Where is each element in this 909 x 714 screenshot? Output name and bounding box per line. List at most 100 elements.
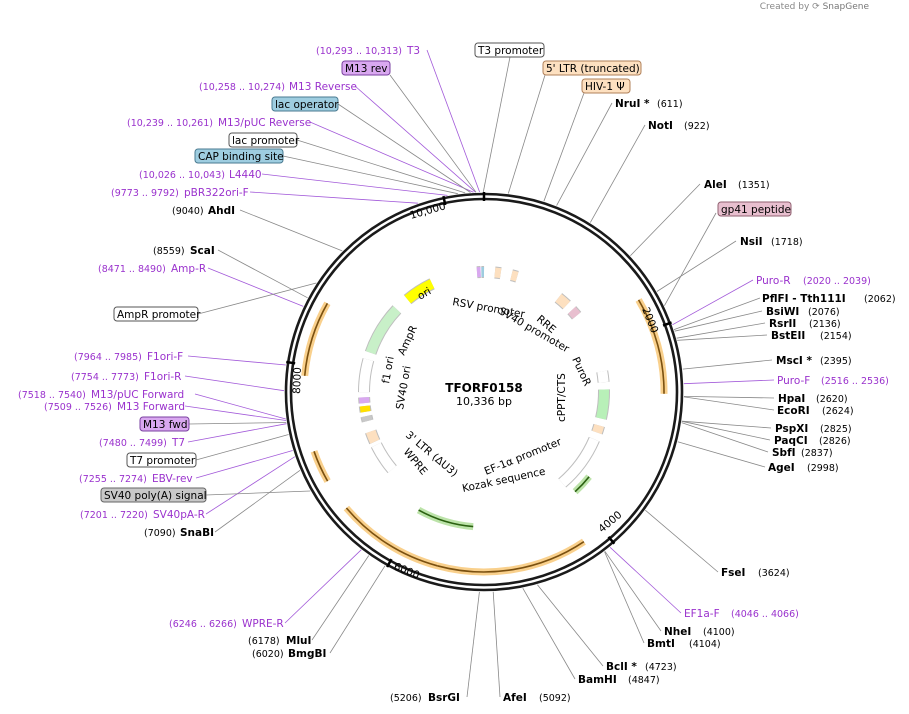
primer-sv40pa-r[interactable]: (7201 .. 7220)SV40pA-R: [80, 509, 205, 521]
svg-text:L4440: L4440: [229, 169, 262, 181]
label-f1-ori[interactable]: f1 ori: [380, 355, 397, 384]
primer-m13-puc-reverse[interactable]: (10,239 .. 10,261)M13/pUC Reverse: [127, 117, 311, 129]
orange-feature-line-0: [637, 299, 665, 394]
primer-pbr322ori-f[interactable]: (9773 .. 9792)pBR322ori-F: [111, 187, 249, 199]
primer-t7[interactable]: (7480 .. 7499)T7: [99, 437, 185, 449]
enzyme-msci[interactable]: MscI *(2395): [776, 355, 852, 367]
enzyme-scai[interactable]: (8559)ScaI: [153, 245, 215, 257]
primer-ef1a-f[interactable]: EF1a-F(4046 .. 4066): [684, 608, 799, 620]
primer-amp-r[interactable]: (8471 .. 8490)Amp-R: [98, 263, 206, 275]
leader-line-22: [239, 209, 343, 252]
primer-t3[interactable]: (10,293 .. 10,313)T3: [316, 45, 420, 57]
enzyme-mlui[interactable]: (6178)MluI: [248, 635, 311, 647]
svg-text:lac promoter: lac promoter: [232, 135, 300, 147]
enzyme-rsrii[interactable]: RsrII(2136): [769, 318, 841, 330]
leader-line-45: [507, 74, 546, 194]
label-sv40-ori[interactable]: SV40 ori: [394, 365, 413, 411]
primer-m13-puc-forward[interactable]: (7518 .. 7540)M13/pUC Forward: [18, 389, 184, 401]
leader-line-13: [681, 422, 769, 453]
tick-label-2000: 2000: [639, 306, 660, 335]
enzyme-ecori[interactable]: EcoRI(2624): [777, 405, 854, 417]
svg-text:MluI: MluI: [286, 635, 311, 647]
snapgene-logo-icon: ⟳: [812, 2, 820, 12]
svg-text:(9040): (9040): [172, 206, 204, 217]
enzyme-fsei[interactable]: FseI(3624): [721, 567, 790, 579]
svg-text:lac operator: lac operator: [275, 99, 339, 111]
enzyme-ahdi[interactable]: (9040)AhdI: [172, 205, 235, 217]
enzyme-bcli[interactable]: BclI *(4723): [606, 661, 677, 673]
leader-line-37: [184, 375, 285, 392]
enzyme-paqci[interactable]: PaqCI(2826): [774, 435, 851, 447]
enzyme-hpai[interactable]: HpaI(2620): [778, 393, 848, 405]
primer-l4440[interactable]: (10,026 .. 10,043)L4440: [139, 169, 262, 181]
enzyme-pflfi-tth111i[interactable]: PflFI - Tth111I(2062): [762, 293, 896, 305]
leader-line-14: [677, 441, 766, 468]
leader-line-4: [673, 297, 761, 330]
enzyme-bmti[interactable]: BmtI(4104): [647, 638, 721, 650]
svg-text:(7964 .. 7985): (7964 .. 7985): [74, 352, 142, 363]
t7-promoter-box[interactable]: T7 promoter: [126, 452, 197, 468]
svg-text:BclI *: BclI *: [606, 661, 637, 673]
enzyme-bsrgi[interactable]: (5206)BsrGI: [390, 692, 460, 704]
label-ampr[interactable]: AmpR: [396, 324, 420, 358]
svg-text:(4046 .. 4066): (4046 .. 4066): [731, 609, 799, 620]
label-cppt-cts[interactable]: cPPT/CTS: [556, 373, 568, 422]
cap-binding-site-box[interactable]: CAP binding site: [194, 148, 284, 164]
primer-puro-f[interactable]: Puro-F(2516 .. 2536): [777, 375, 889, 387]
primer-f1ori-f[interactable]: (7964 .. 7985)F1ori-F: [74, 351, 183, 363]
primer-m13-forward[interactable]: (7509 .. 7526)M13 Forward: [44, 401, 185, 413]
gp41-peptide-box[interactable]: gp41 peptide: [717, 201, 792, 217]
enzyme-pspxi[interactable]: PspXI(2825): [775, 423, 852, 435]
tick-label-4000: 4000: [596, 509, 624, 535]
five-ltr-box[interactable]: 5' LTR (truncated): [542, 60, 642, 76]
green-feature-line-1: [418, 509, 474, 528]
primer-f1ori-r[interactable]: (7754 .. 7773)F1ori-R: [71, 371, 181, 383]
primer-m13-reverse[interactable]: (10,258 .. 10,274)M13 Reverse: [199, 81, 357, 93]
m13-rev-box[interactable]: M13 rev: [341, 60, 391, 76]
svg-text:AgeI: AgeI: [768, 462, 795, 474]
enzyme-sbfi[interactable]: SbfI(2837): [772, 447, 833, 459]
svg-text:(6246 .. 6266): (6246 .. 6266): [169, 619, 237, 630]
enzyme-bamhi[interactable]: BamHI(4847): [578, 674, 660, 686]
svg-text:T3: T3: [406, 45, 420, 57]
leader-line-7: [677, 334, 768, 341]
svg-text:NsiI: NsiI: [740, 236, 763, 248]
enzyme-snabi[interactable]: (7090)SnaBI: [144, 527, 214, 539]
primer-wpre-r[interactable]: (6246 .. 6266)WPRE-R: [169, 618, 284, 630]
enzyme-nrui[interactable]: NruI *(611): [615, 98, 683, 110]
leader-line-41: [195, 450, 293, 479]
svg-text:BstEII: BstEII: [771, 330, 805, 342]
primer-puro-r[interactable]: Puro-R(2020 .. 2039): [756, 275, 871, 287]
label-ori[interactable]: ori: [416, 285, 434, 302]
leader-line-46: [543, 92, 585, 202]
enzyme-nhei[interactable]: NheI(4100): [664, 626, 735, 638]
hiv-psi-box[interactable]: HIV-1 Ψ: [581, 78, 631, 94]
lac-promoter-box[interactable]: lac promoter: [228, 132, 300, 148]
svg-text:T7 promoter: T7 promoter: [129, 455, 196, 467]
sv40-polya-box[interactable]: SV40 poly(A) signal: [100, 487, 207, 503]
m13-fwd-box[interactable]: M13 fwd: [139, 416, 190, 432]
enzyme-alei[interactable]: AleI(1351): [704, 179, 770, 191]
enzyme-nsii[interactable]: NsiI(1718): [740, 236, 803, 248]
enzyme-bsteii[interactable]: BstEII(2154): [771, 330, 852, 342]
lac-operator-box[interactable]: lac operator: [271, 96, 339, 112]
t3-promoter-box[interactable]: T3 promoter: [474, 42, 545, 58]
svg-text:M13/pUC Forward: M13/pUC Forward: [91, 389, 184, 401]
enzyme-bmgbi[interactable]: (6020)BmgBI: [252, 648, 326, 660]
enzyme-agei[interactable]: AgeI(2998): [768, 462, 839, 474]
ampr-promoter-box[interactable]: AmpR promoter: [113, 306, 201, 322]
svg-text:F1ori-R: F1ori-R: [144, 371, 181, 383]
label-sv40-promoter[interactable]: SV40 promoter: [497, 305, 572, 355]
leader-line-26: [329, 565, 386, 654]
leader-line-54: [195, 434, 289, 461]
tick-6000: [386, 558, 393, 568]
ltr3-block: [365, 429, 380, 444]
enzymes-bottom: (5206)BsrGI AfeI(5092): [390, 692, 571, 704]
leader-line-25: [311, 555, 370, 641]
enzyme-bsiwi[interactable]: BsiWI(2076): [766, 306, 840, 318]
svg-text:NheI: NheI: [664, 626, 691, 638]
enzyme-noti[interactable]: NotI(922): [648, 120, 710, 132]
primer-ebv-rev[interactable]: (7255 .. 7274)EBV-rev: [79, 473, 193, 485]
enzyme-afei[interactable]: AfeI(5092): [503, 692, 571, 704]
label-puror[interactable]: PuroR: [569, 355, 593, 388]
